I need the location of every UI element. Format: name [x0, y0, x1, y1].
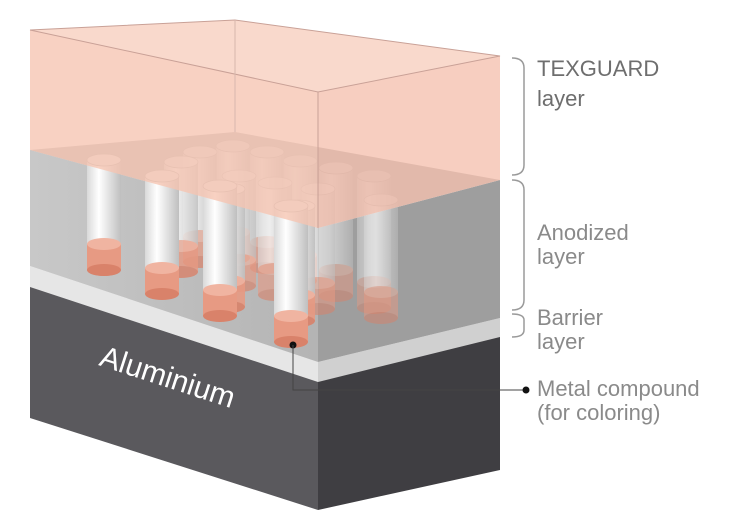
texguard-label-line2: layer [537, 86, 585, 111]
metal-compound-callout [289, 341, 530, 394]
barrier-bracket [511, 313, 525, 338]
anodized-label-line2: layer [537, 244, 585, 269]
texguard-layer [29, 19, 501, 228]
callout-end-dot [522, 386, 530, 394]
layer-brackets [511, 57, 525, 338]
texguard-label-line1: TEXGUARD [537, 56, 659, 81]
callout-label-line2: (for coloring) [537, 400, 660, 425]
anodized-label-line1: Anodized [537, 220, 629, 245]
pore [86, 153, 122, 276]
aluminium-layer: Aluminium [30, 285, 500, 510]
pore [273, 199, 309, 348]
pore [144, 169, 180, 300]
callout-label-line1: Metal compound [537, 376, 700, 401]
barrier-label-line2: layer [537, 329, 585, 354]
barrier-label-line1: Barrier [537, 305, 603, 330]
anodized-bracket [511, 179, 525, 311]
barrier-layer [30, 266, 500, 382]
texguard-bracket [511, 57, 525, 176]
